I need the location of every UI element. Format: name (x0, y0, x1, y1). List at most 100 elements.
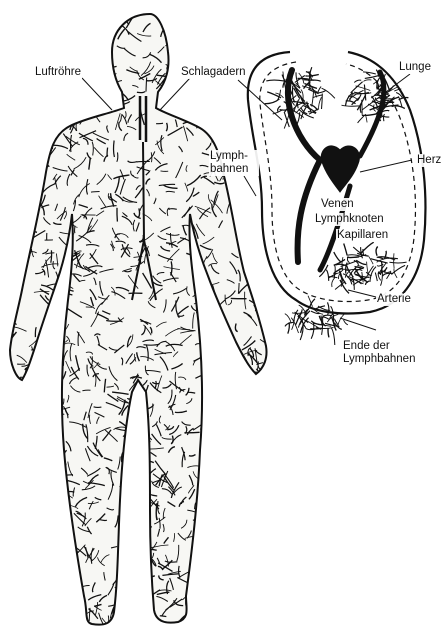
lymph-vessel-segment (230, 368, 243, 377)
lymph-vessel-segment (20, 238, 25, 248)
lymph-vessel-segment (36, 404, 39, 417)
lymph-vessel-segment (135, 622, 149, 626)
lymph-vessel-segment (226, 480, 233, 488)
lymph-vessel-segment (133, 442, 149, 448)
lymph-vessel-segment (190, 55, 194, 64)
lymph-vessel-segment (212, 314, 216, 331)
capillary-segment (334, 265, 335, 278)
lymph-end-bed (285, 296, 348, 345)
lymph-vessel-segment (251, 176, 252, 183)
lymph-vessel-segment (206, 349, 218, 353)
lymph-vessel-segment (68, 573, 74, 581)
lymph-vessel-segment (32, 423, 43, 435)
lymph-vessel-segment (67, 82, 68, 99)
lymph-vessel-segment (107, 93, 120, 106)
lymph-vessel-segment (197, 564, 203, 568)
label-arteries: Schlagadern (180, 66, 247, 79)
lymph-vessel-segment (37, 343, 45, 346)
lymph-vessel-segment (48, 486, 57, 497)
lymph-vessel-segment (194, 89, 202, 96)
lymph-vessel-segment (201, 527, 203, 536)
lymph-vessel-segment (223, 118, 231, 126)
lymph-vessel-segment (215, 82, 233, 84)
lymph-vessel-segment (214, 510, 224, 512)
lymph-vessel-segment (254, 254, 257, 261)
lymph-vessel-segment (137, 426, 143, 435)
lymph-vessel-segment (200, 80, 208, 87)
lymph-vessel-segment (238, 507, 239, 519)
capillary-segment (376, 247, 378, 256)
lymph-vessel-segment (205, 123, 213, 125)
lymph-vessel-segment (138, 583, 153, 587)
lung-capillary-segment (312, 91, 314, 106)
lymph-vessel-segment (226, 377, 228, 390)
capillary-segment (360, 242, 374, 254)
lymph-vessel-segment (222, 550, 228, 555)
capillary-segment (347, 255, 362, 257)
lymph-vessel-segment (130, 613, 133, 631)
lymph-vessel-segment (202, 63, 217, 64)
lymph-vessel-segment (220, 532, 224, 544)
lymph-end-segment (322, 317, 329, 319)
lymph-vessel-segment (213, 463, 223, 464)
lymph-vessel-segment (125, 459, 127, 468)
lymph-vessel-segment (199, 591, 208, 599)
lymph-vessel-segment (65, 256, 72, 264)
lymph-vessel-segment (148, 503, 149, 509)
lymph-vessel-segment (25, 368, 26, 384)
lymph-vessel-segment (210, 466, 217, 482)
capillary-segment (384, 267, 387, 272)
lymph-vessel-segment (91, 192, 100, 193)
capillary-segment (371, 259, 388, 263)
lymph-vessel-segment (107, 27, 111, 38)
lymph-vessel-segment (239, 382, 249, 389)
lymph-vessel-segment (222, 476, 224, 493)
lymph-vessel-segment (252, 448, 267, 449)
lymph-vessel-segment (10, 292, 16, 297)
lymph-vessel-segment (203, 81, 212, 89)
lymph-vessel-segment (220, 364, 224, 369)
lymph-vessel-segment (43, 430, 56, 436)
lymph-vessel-segment (50, 312, 56, 316)
lymph-vessel-segment (11, 277, 15, 283)
lymph-vessel-segment (146, 77, 147, 91)
lymph-vessel-segment (195, 579, 203, 589)
lymph-vessel-segment (239, 226, 243, 241)
lymph-vessel-segment (210, 107, 222, 112)
lymph-vessel-segment (132, 598, 139, 604)
lymph-vessel-segment (71, 545, 72, 552)
lymph-vessel-segment (24, 472, 38, 474)
lymph-vessel-segment (35, 143, 44, 153)
lymph-vessel-segment (201, 328, 205, 336)
lymph-vessel-segment (58, 110, 67, 116)
lung-capillary-segment (266, 80, 284, 81)
lymph-vessel-segment (36, 432, 47, 434)
lymph-vessel-segment (237, 434, 243, 438)
lymph-vessel-segment (193, 569, 202, 573)
lymph-vessel-segment (202, 350, 207, 360)
lung-capillary-segment (392, 106, 405, 109)
lymph-vessel-segment (153, 622, 165, 629)
lymph-vessel-segment (202, 595, 210, 596)
lymph-vessel-segment (26, 453, 34, 464)
lymph-vessel-segment (131, 434, 135, 448)
lymph-vessel-segment (111, 77, 113, 89)
lymph-vessel-segment (184, 116, 189, 120)
lymph-vessel-segment (131, 570, 145, 574)
lymph-vessel-segment (248, 424, 260, 425)
lymph-vessel-segment (228, 528, 229, 540)
lymph-vessel-segment (69, 113, 74, 121)
leader-trachea (82, 78, 112, 110)
lymph-vessel-segment (199, 119, 212, 124)
lymph-vessel-segment (187, 605, 192, 621)
lymph-vessel-segment (137, 560, 151, 561)
lymph-vessel-segment (237, 510, 239, 522)
lymph-vessel-segment (94, 407, 102, 408)
capillary-segment (383, 273, 393, 276)
lymph-vessel-segment (233, 183, 245, 189)
lymph-vessel-segment (129, 437, 144, 446)
lymph-vessel-segment (217, 393, 221, 411)
lymph-vessel-segment (60, 493, 68, 504)
lymph-vessel-segment (35, 483, 43, 491)
